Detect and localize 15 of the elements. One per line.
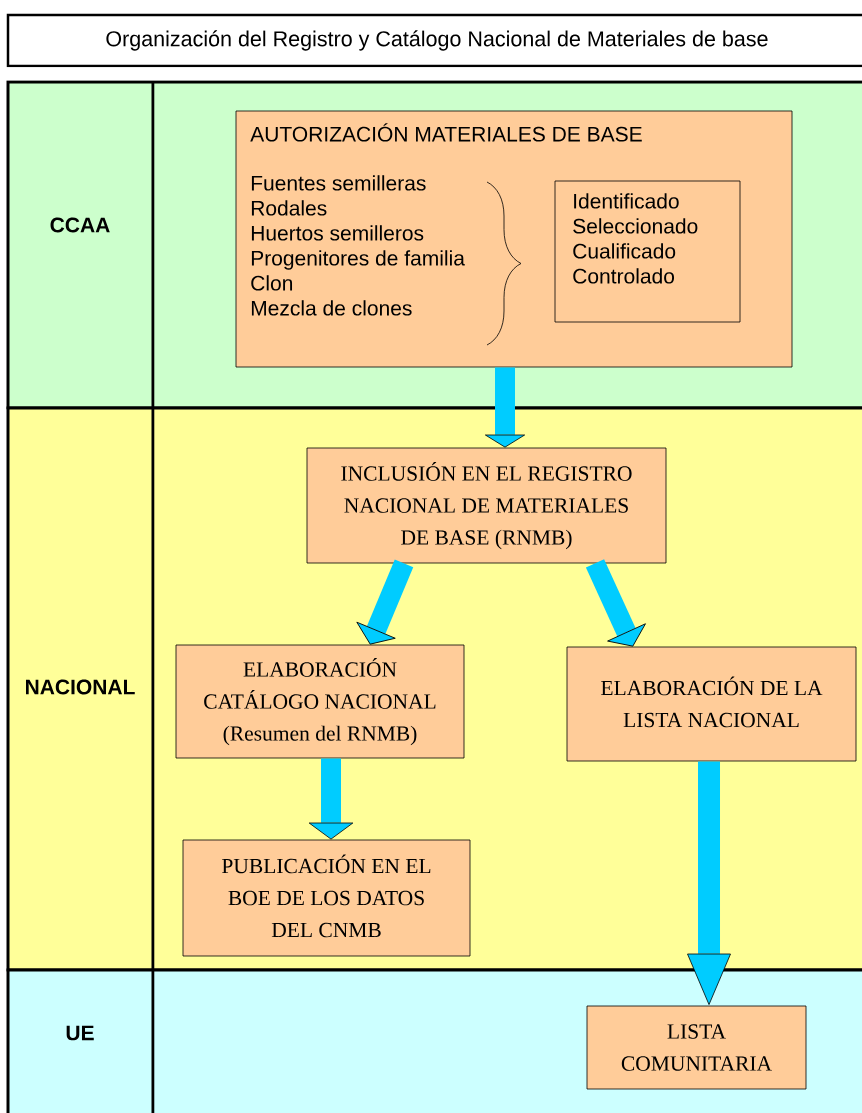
process-box: INCLUSIÓN EN EL REGISTRO NACIONAL DE MATERIALES DE BASE (RNMB) — [306, 447, 667, 564]
block-arrow — [687, 761, 731, 1005]
lane-label: UE — [66, 1025, 94, 1041]
title-box: Organización del Registro y Catálogo Nacional de Materiales de base — [6, 13, 862, 68]
process-box: LISTA COMUNITARIA — [586, 1005, 807, 1090]
lane-label: CCAA — [50, 217, 110, 233]
process-box: PUBLICACIÓN EN EL BOE DE LOS DATOS DEL CNMB — [182, 839, 471, 957]
block-arrow — [308, 758, 354, 840]
block-arrow — [484, 367, 526, 448]
category-box: Identificado Seleccionado Cualificado Controlado — [554, 180, 741, 323]
lane-label: NACIONAL — [26, 679, 135, 695]
block-arrow — [356, 559, 414, 645]
process-box: ELABORACIÓN CATÁLOGO NACIONAL (Resumen del RNMB) — [175, 644, 465, 759]
block-arrow — [585, 559, 646, 647]
process-box: ELABORACIÓN DE LA LISTA NACIONAL — [566, 646, 857, 762]
